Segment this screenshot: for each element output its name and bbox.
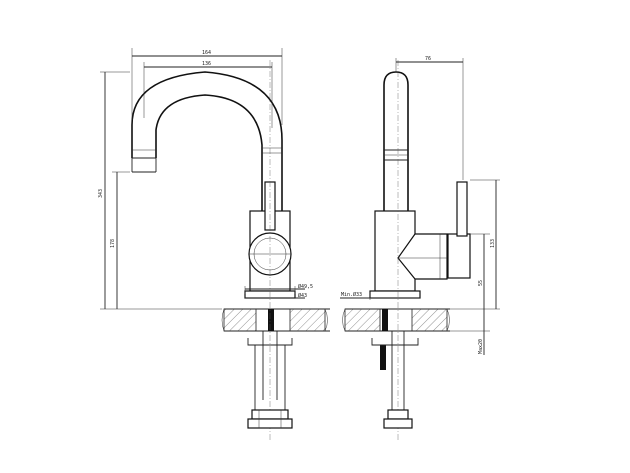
- dim-total-height: 343: [98, 189, 104, 198]
- dim-body-dia-outer: Ø49,5: [298, 283, 313, 290]
- dim-handle-height: 133: [490, 239, 496, 248]
- dim-depth: 76: [425, 56, 431, 62]
- dim-body-dia-inner: Ø43: [298, 292, 307, 299]
- side-dimensions: [340, 58, 500, 355]
- side-spout: [383, 71, 409, 215]
- dim-max-thickness: Max20: [478, 339, 484, 354]
- front-view: 164 136 343 178 Ø49,5 Ø43: [98, 48, 330, 440]
- dim-spout-height: 178: [110, 239, 116, 248]
- dim-spout-reach: 136: [202, 61, 211, 67]
- dim-base-height: 55: [478, 280, 484, 286]
- front-counter-top: [221, 308, 330, 332]
- front-dimensions: [100, 48, 305, 310]
- front-spout: [131, 71, 283, 215]
- side-body: [369, 181, 471, 299]
- side-counter-top: [342, 308, 450, 332]
- dim-overall-width: 164: [202, 50, 211, 56]
- front-fixings: [247, 60, 293, 440]
- side-view: 76 Min.Ø33 133 55 Max20: [340, 56, 500, 440]
- dim-hole: Min.Ø33: [341, 291, 362, 298]
- side-fixings: [371, 60, 419, 440]
